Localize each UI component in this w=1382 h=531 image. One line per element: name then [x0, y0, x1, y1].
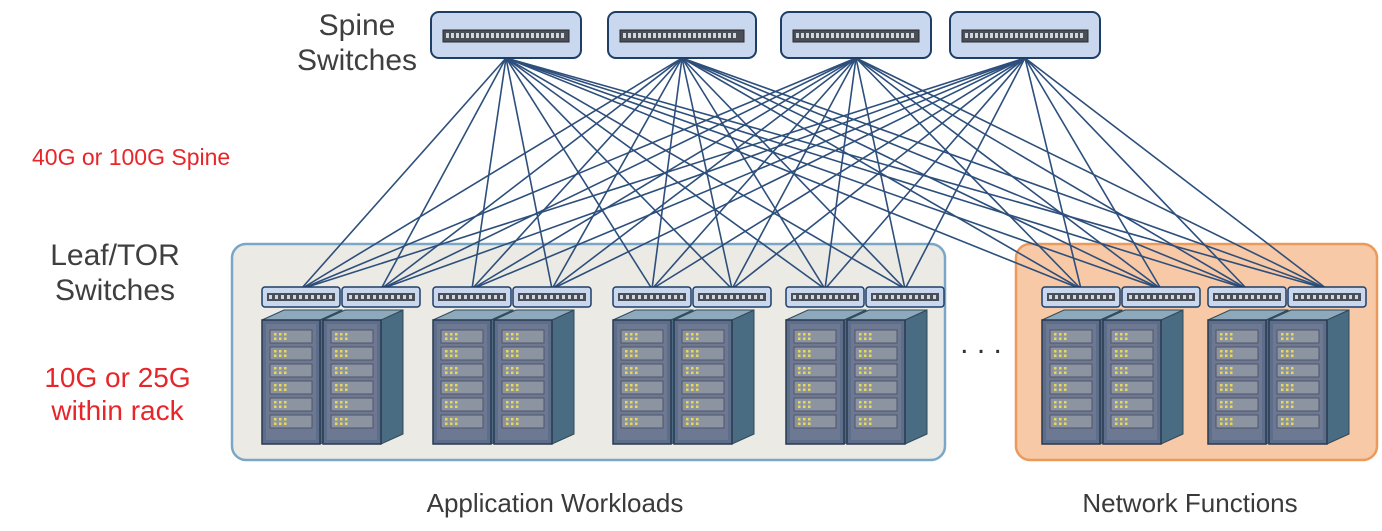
spine-leaf-link: [505, 57, 1328, 290]
spine-leaf-link: [824, 57, 1026, 290]
spine-leaf-link: [855, 57, 1248, 290]
rack-speed-line2: within rack: [51, 394, 184, 426]
server-rack: [1268, 309, 1350, 445]
spine-leaf-link: [505, 57, 653, 290]
leaf-switch: [1207, 286, 1287, 308]
server-rack: [322, 309, 404, 445]
spine-leaf-link: [505, 57, 1248, 290]
spine-leaf-link: [551, 57, 683, 290]
spine-leaf-link: [1024, 57, 1248, 290]
leaf-switch: [1287, 286, 1367, 308]
rack-speed-line1: 10G or 25G: [44, 362, 191, 393]
spine-switch: [780, 11, 932, 59]
spine-leaf-link: [855, 57, 1082, 290]
spine-switch: [607, 11, 757, 59]
leaf-switch: [512, 286, 592, 308]
spine-leaf-link: [505, 57, 733, 290]
leaf-tor-switches-label: Leaf/TOR Switches: [20, 238, 210, 308]
spine-leaf-link: [380, 57, 507, 290]
rack-speed-label: 10G or 25G within rack: [15, 362, 220, 428]
leaf-switch: [1041, 286, 1121, 308]
spine-leaf-link: [505, 57, 826, 290]
spine-label-line2: Switches: [296, 44, 418, 78]
spine-leaf-link: [681, 57, 1248, 290]
leaf-switch: [865, 286, 945, 308]
server-rack: [1102, 309, 1184, 445]
spine-leaf-link: [681, 57, 1082, 290]
spine-speed-label: 40G or 100G Spine: [32, 144, 231, 170]
leaf-switch: [261, 286, 341, 308]
spine-leaf-link: [505, 57, 553, 290]
spine-leaf-link: [505, 57, 1162, 290]
leaf-switch: [692, 286, 772, 308]
server-rack: [673, 309, 755, 445]
spine-leaf-link: [681, 57, 1162, 290]
leaf-label-line2: Switches: [54, 274, 176, 308]
spine-leaf-link: [855, 57, 1328, 290]
spine-leaf-link: [855, 57, 1162, 290]
spine-leaf-link: [300, 57, 683, 290]
ellipsis-separator: . . .: [960, 327, 1002, 360]
leaf-switch: [785, 286, 865, 308]
leaf-label-line1: Leaf/TOR: [50, 239, 180, 272]
spine-leaf-link: [471, 57, 857, 290]
spine-leaf-link: [300, 57, 507, 290]
leaf-switch: [1121, 286, 1201, 308]
spine-leaf-link: [1024, 57, 1328, 290]
spine-leaf-link: [471, 57, 507, 290]
leaf-switch: [341, 286, 421, 308]
spine-leaf-link: [505, 57, 906, 290]
spine-leaf-link: [651, 57, 1026, 290]
spine-leaf-link: [551, 57, 1026, 290]
leaf-switch: [432, 286, 512, 308]
server-rack: [493, 309, 575, 445]
spine-leaf-link: [681, 57, 826, 290]
network-functions-label: Network Functions: [1082, 488, 1298, 518]
application-workloads-label: Application Workloads: [426, 488, 684, 518]
spine-label-line1: Spine: [318, 9, 396, 42]
spine-switch: [430, 11, 582, 59]
spine-leaf-link: [651, 57, 683, 290]
server-rack: [261, 309, 343, 445]
spine-leaf-link: [824, 57, 857, 290]
spine-switches-label: Spine Switches: [262, 8, 452, 78]
server-rack: [846, 309, 928, 445]
leaf-switch: [612, 286, 692, 308]
spine-leaf-link: [471, 57, 683, 290]
spine-leaf-link: [681, 57, 1328, 290]
spine-switch: [949, 11, 1101, 59]
spine-leaf-link: [505, 57, 1082, 290]
